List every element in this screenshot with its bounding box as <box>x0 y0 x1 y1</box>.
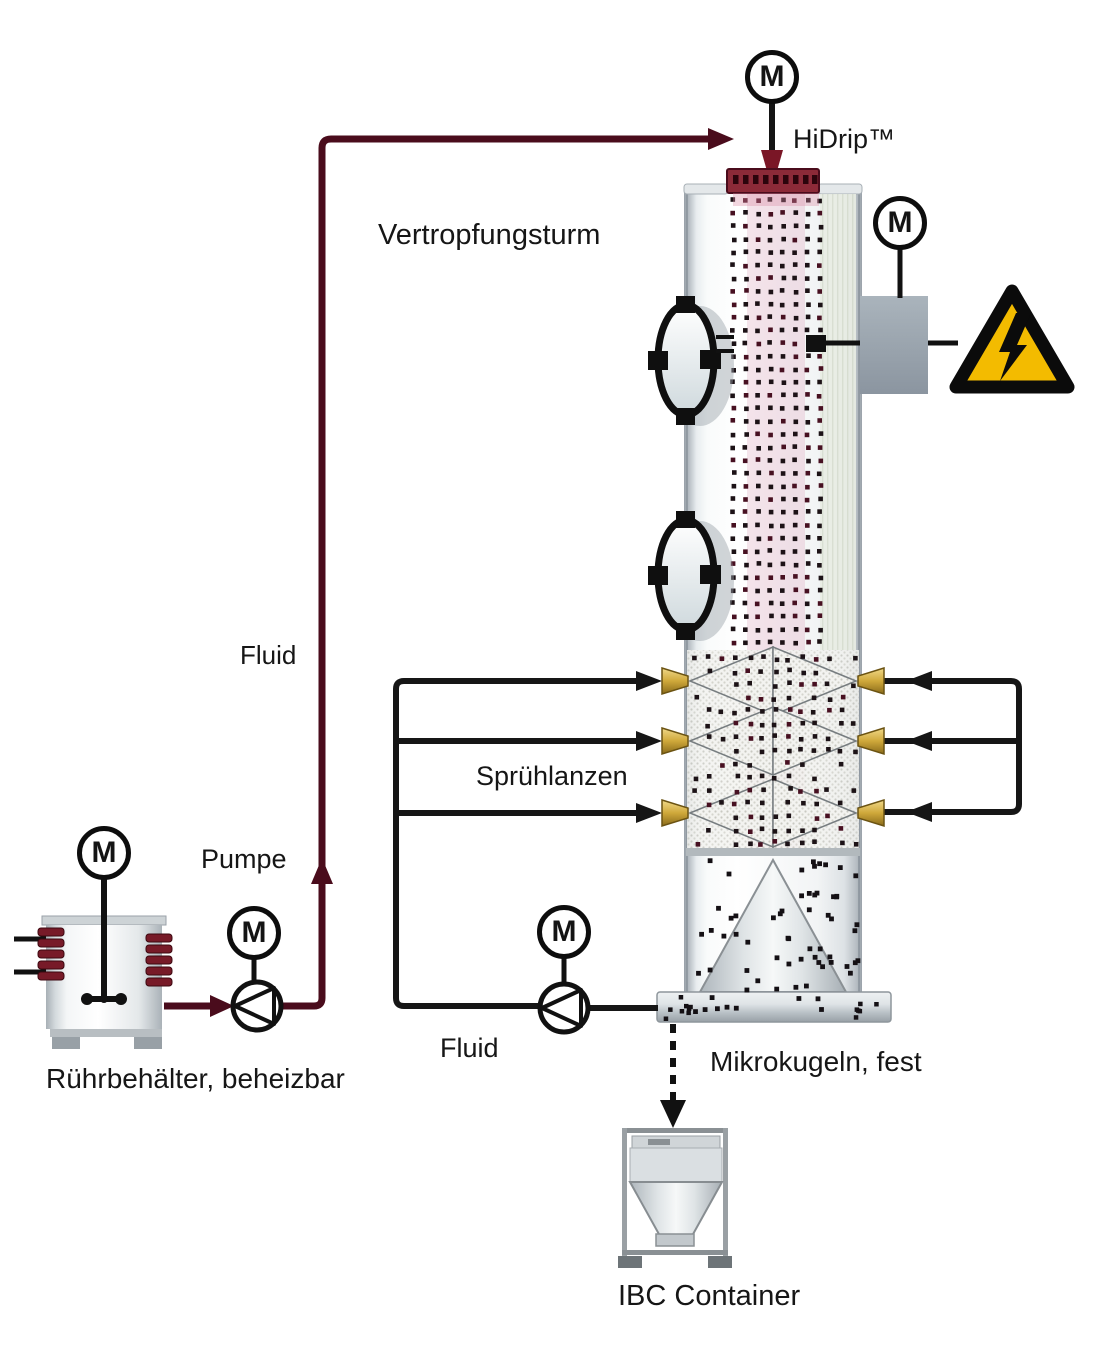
fluid-feed-arrows <box>210 128 734 1017</box>
spray-manifold-right <box>876 678 1022 815</box>
tower-inner-screen <box>820 194 856 650</box>
motor-label: M <box>241 916 267 949</box>
recirc-pump-motor-icon: M <box>537 905 591 959</box>
high-voltage-warning-icon <box>949 284 1075 394</box>
ibc-container <box>618 1128 732 1268</box>
spray-cones <box>688 645 858 849</box>
spray-nozzles <box>661 666 885 828</box>
hidrip-dripper-head <box>726 103 820 206</box>
tower-top-rim <box>817 183 863 195</box>
heating-coil-right <box>145 933 173 987</box>
label-pump: Pumpe <box>201 844 287 874</box>
feed-pump <box>230 958 284 1033</box>
feed-pump-motor-icon: M <box>227 906 281 960</box>
spray-manifold-left <box>393 678 646 1009</box>
motor-label: M <box>759 60 785 93</box>
label-tower: Vertropfungsturm <box>378 219 601 251</box>
recirculation-pump <box>537 958 591 1035</box>
stirred-vessel <box>14 879 173 1049</box>
label-product: Mikrokugeln, fest <box>710 1046 922 1077</box>
power-unit-motor-icon: M <box>873 196 927 250</box>
dripper-motor-icon: M <box>745 50 799 104</box>
motor-label: M <box>551 915 577 948</box>
motor-label: M <box>91 836 117 869</box>
label-fluid-feed: Fluid <box>240 640 297 670</box>
electrode-connection <box>716 335 862 353</box>
fluid-feed-pipe <box>164 135 720 1010</box>
label-vessel: Rührbehälter, beheizbar <box>46 1063 345 1094</box>
product-discharge-arrow <box>660 1024 686 1128</box>
spray-flow-arrows <box>636 671 932 823</box>
heating-coil-left <box>37 927 65 981</box>
sight-glass-lower <box>648 511 734 641</box>
tower-seam <box>686 848 860 856</box>
label-spray-lances: Sprühlanzen <box>476 761 628 791</box>
label-ibc: IBC Container <box>618 1280 801 1312</box>
label-fluid-return: Fluid <box>440 1033 499 1063</box>
sight-glass-upper <box>648 296 734 426</box>
motor-label: M <box>887 206 913 239</box>
vessel-motor-icon: M <box>77 826 131 880</box>
tower-top-rim <box>683 183 729 195</box>
label-hidrip: HiDrip™ <box>793 124 896 154</box>
falling-droplets <box>663 197 879 1021</box>
power-unit-box <box>860 296 928 394</box>
agitator <box>81 879 127 1005</box>
